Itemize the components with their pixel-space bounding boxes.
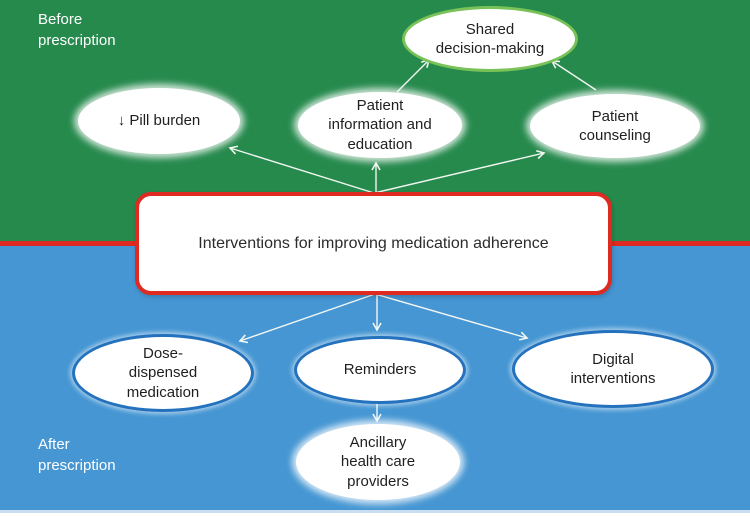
node-digital-interventions-label: Digital interventions	[570, 350, 656, 387]
node-reminders-label: Reminders	[343, 361, 417, 379]
node-reminders: Reminders	[294, 336, 466, 404]
bottom-edge-strip	[0, 510, 750, 513]
node-pill-burden-label: ↓ Pill burden	[117, 112, 201, 130]
node-shared-decision-making: Shared decision-making	[402, 6, 578, 72]
node-dose-dispensed-medication: Dose- dispensed medication	[72, 334, 254, 412]
node-shared-decision-making-label: Shared decision-making	[435, 20, 545, 57]
node-patient-counseling: Patient counseling	[530, 94, 700, 158]
before-prescription-label: Before prescription	[38, 11, 116, 49]
node-pill-burden: ↓ Pill burden	[78, 88, 240, 154]
node-ancillary-providers-label: Ancillary health care providers	[340, 434, 416, 490]
interventions-center-box-label: Interventions for improving medication a…	[198, 234, 549, 252]
node-patient-counseling-label: Patient counseling	[579, 107, 651, 144]
interventions-center-box: Interventions for improving medication a…	[135, 192, 612, 295]
node-ancillary-providers: Ancillary health care providers	[296, 424, 460, 500]
node-patient-information-label: Patient information and education	[328, 97, 432, 153]
node-dose-dispensed-label: Dose- dispensed medication	[126, 345, 200, 401]
after-prescription-label: After prescription	[38, 436, 116, 474]
node-digital-interventions: Digital interventions	[512, 330, 714, 408]
node-patient-information: Patient information and education	[298, 92, 462, 158]
